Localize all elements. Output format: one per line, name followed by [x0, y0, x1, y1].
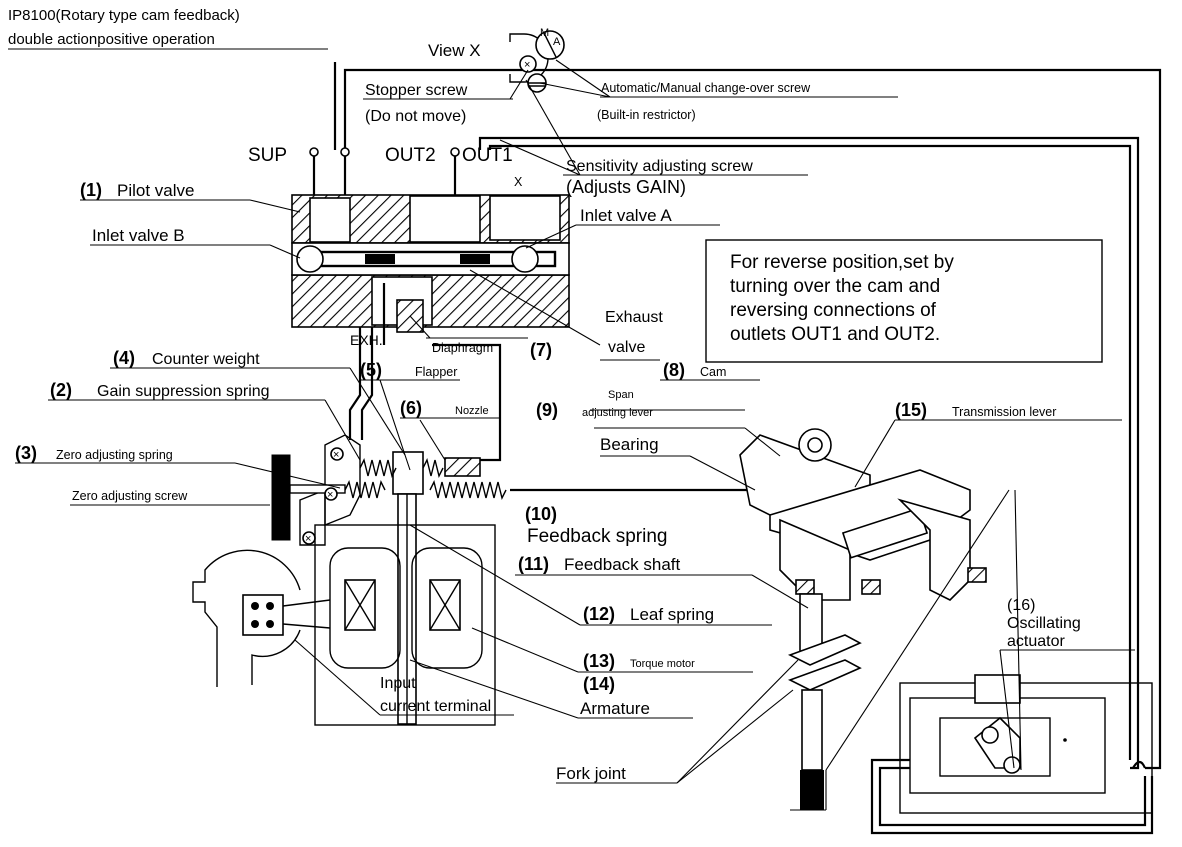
title-line-1: IP8100(Rotary type cam feedback) — [8, 7, 240, 24]
part-3-name: Zero adjusting spring — [56, 448, 173, 462]
exhaust-line2-label: valve — [608, 339, 645, 356]
part-4-name: Counter weight — [152, 351, 260, 368]
zero-screw-label: Zero adjusting screw — [72, 489, 188, 503]
inlet-a-label: Inlet valve A — [580, 206, 672, 225]
exh-label: EXH. — [350, 332, 383, 348]
part-1-name: Pilot valve — [117, 181, 194, 200]
input-line1-label: Input — [380, 675, 416, 692]
part-1-num: (1) — [80, 180, 102, 200]
svg-text:M: M — [540, 27, 549, 39]
part-2-name: Gain suppression spring — [97, 383, 270, 400]
stopper-screw-label: Stopper screw — [365, 82, 468, 99]
out1-port-label: OUT1 — [462, 145, 513, 166]
part-16-num: (16) — [1007, 597, 1035, 614]
leader-lines — [15, 59, 1135, 811]
input-line2-label: current terminal — [380, 698, 491, 715]
view-x-detail: M A × — [509, 27, 565, 93]
actuator-line1-label: Oscillating — [1007, 615, 1081, 632]
input-terminal — [192, 549, 331, 687]
note-box: For reverse position,set by turning over… — [705, 239, 1103, 363]
part-11-name: Feedback shaft — [564, 555, 681, 574]
pilot-valve-body — [291, 194, 570, 345]
part-12-num: (12) — [583, 604, 615, 624]
span-line1-label: Span — [608, 389, 634, 401]
do-not-move-label: (Do not move) — [365, 108, 466, 125]
part-14-name: Armature — [580, 699, 650, 718]
part-3-num: (3) — [15, 443, 37, 463]
part-13-name: Torque motor — [630, 658, 695, 670]
svg-text:×: × — [524, 59, 530, 71]
part-15-num: (15) — [895, 400, 927, 420]
part-14-num: (14) — [583, 674, 615, 694]
auto-manual-label: Automatic/Manual change-over screw — [601, 81, 811, 95]
port-labels: SUP OUT2 OUT1 View X X EXH. — [248, 41, 523, 348]
note-line-2: turning over the cam and — [730, 276, 940, 297]
part-5-name: Flapper — [415, 365, 457, 379]
part-6-name: Nozzle — [455, 405, 489, 417]
note-line-4: outlets OUT1 and OUT2. — [730, 324, 940, 345]
part-5-num: (5) — [360, 360, 382, 380]
part-10-num: (10) — [525, 504, 557, 524]
torque-motor — [314, 524, 496, 726]
part-7-num: (7) — [530, 340, 552, 360]
part-11-num: (11) — [518, 554, 549, 574]
fork-joint-label: Fork joint — [556, 764, 626, 783]
svg-text:×: × — [327, 489, 333, 501]
svg-text:A: A — [553, 36, 561, 48]
exhaust-line1-label: Exhaust — [605, 309, 663, 326]
out2-port-label: OUT2 — [385, 145, 436, 166]
view-x-label: View X — [428, 41, 481, 60]
part-12-name: Leaf spring — [630, 605, 714, 624]
span-line2-label: adjusting lever — [582, 407, 653, 419]
part-10-name: Feedback spring — [527, 526, 667, 547]
bearing-label: Bearing — [600, 435, 659, 454]
sup-port-label: SUP — [248, 145, 287, 166]
svg-text:×: × — [305, 533, 311, 545]
spring-assembly: × × × — [271, 327, 760, 725]
pipes — [309, 62, 1162, 835]
builtin-restrictor-label: (Built-in restrictor) — [597, 108, 696, 122]
part-2-num: (2) — [50, 380, 72, 400]
sensitivity-label: Sensitivity adjusting screw — [566, 158, 753, 175]
part-8-name: Cam — [700, 365, 726, 379]
actuator-line2-label: actuator — [1007, 633, 1065, 650]
note-line-3: reversing connections of — [730, 300, 937, 321]
part-9-num: (9) — [536, 400, 558, 420]
title-line-2: double actionpositive operation — [8, 31, 215, 48]
cam-lever-assembly — [739, 428, 987, 810]
part-15-name: Transmission lever — [952, 405, 1056, 419]
part-8-num: (8) — [663, 360, 685, 380]
note-line-1: For reverse position,set by — [730, 252, 954, 273]
inlet-b-label: Inlet valve B — [92, 226, 185, 245]
part-13-num: (13) — [583, 651, 615, 671]
svg-text:×: × — [333, 449, 339, 461]
part-labels: Stopper screw (Do not move) Automatic/Ma… — [15, 81, 1081, 783]
part-6-num: (6) — [400, 398, 422, 418]
x-mark: X — [514, 175, 523, 189]
adjusts-gain-label: (Adjusts GAIN) — [566, 177, 686, 197]
diaphragm-label: Diaphragm — [432, 341, 493, 355]
oscillating-actuator — [899, 674, 1153, 814]
title-block: IP8100(Rotary type cam feedback) double … — [8, 7, 328, 50]
part-4-num: (4) — [113, 348, 135, 368]
